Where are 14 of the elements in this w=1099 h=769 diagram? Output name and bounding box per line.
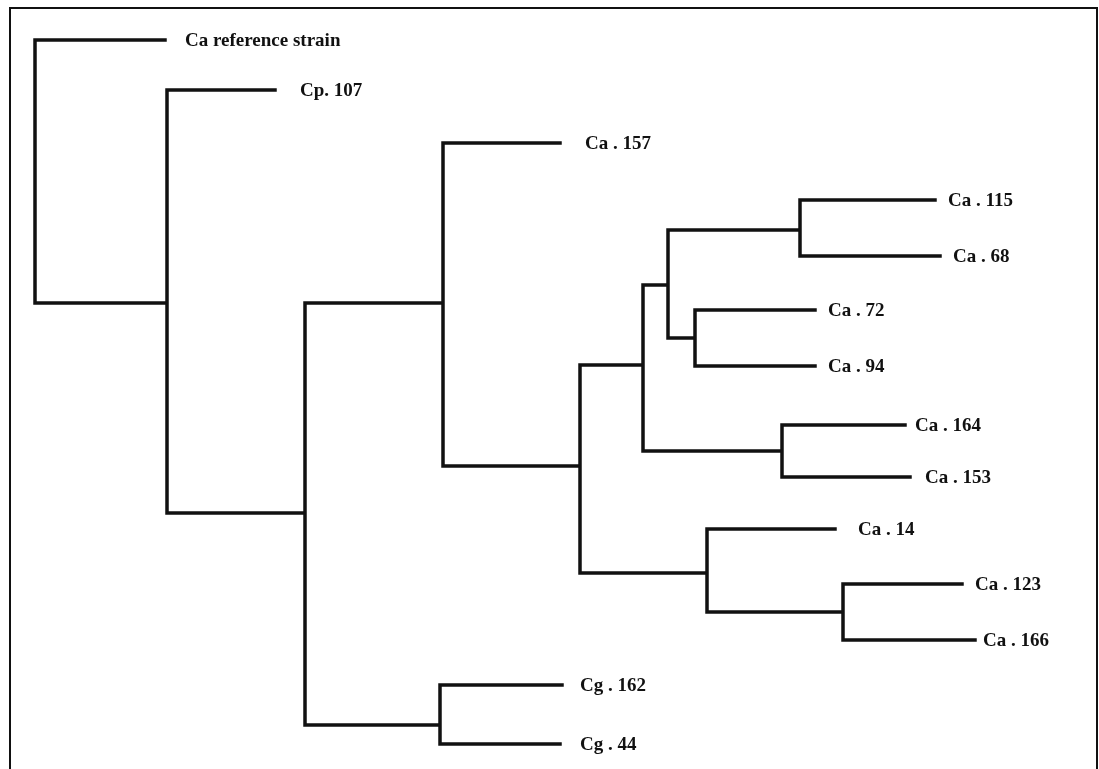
taxon-label: Cg . 44 xyxy=(580,733,637,755)
taxon-label: Ca . 115 xyxy=(948,189,1013,211)
taxon-label: Ca . 153 xyxy=(925,466,991,488)
taxon-label: Ca . 166 xyxy=(983,629,1049,651)
taxon-label: Ca . 123 xyxy=(975,573,1041,595)
taxon-label: Cg . 162 xyxy=(580,674,646,696)
taxon-label: Ca . 68 xyxy=(953,245,1010,267)
taxon-label: Ca . 157 xyxy=(585,132,651,154)
taxon-label: Cp. 107 xyxy=(300,79,363,101)
taxon-label: Ca . 94 xyxy=(828,355,885,377)
taxon-label: Ca . 14 xyxy=(858,518,915,540)
taxon-label: Ca . 72 xyxy=(828,299,885,321)
taxon-label: Ca . 164 xyxy=(915,414,981,436)
taxon-label: Ca reference strain xyxy=(185,29,341,51)
